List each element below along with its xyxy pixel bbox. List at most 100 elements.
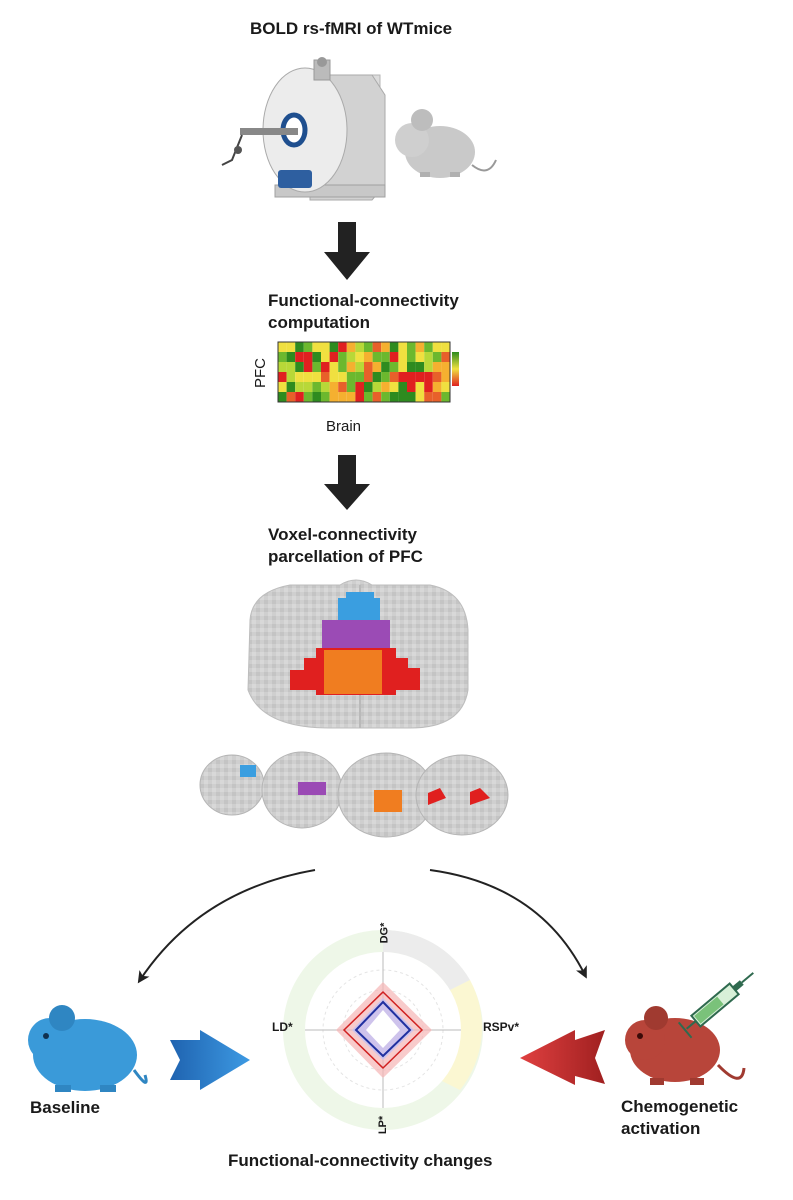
syringe-icon <box>677 972 754 1039</box>
matrix-cell <box>278 342 287 352</box>
matrix-cell <box>278 372 287 382</box>
matrix-cell <box>441 382 450 392</box>
matrix-cell <box>424 382 433 392</box>
matrix-cell <box>278 352 287 362</box>
matrix-cell <box>432 372 442 382</box>
matrix-cell <box>338 362 347 372</box>
matrix-x-axis-label: Brain <box>326 418 362 435</box>
matrix-cell <box>372 372 382 382</box>
matrix-cell <box>381 392 390 402</box>
brain-slice-series <box>199 751 509 838</box>
matrix-cell <box>321 392 330 402</box>
mouse-icon <box>28 1005 148 1092</box>
matrix-cell <box>286 342 296 352</box>
matrix-cell <box>381 382 390 392</box>
matrix-cell <box>303 382 313 392</box>
matrix-cell <box>321 362 330 372</box>
matrix-cell <box>338 372 347 382</box>
connectivity-matrix <box>277 341 451 403</box>
matrix-cell <box>432 392 442 402</box>
matrix-cell <box>398 362 407 372</box>
matrix-cell <box>346 342 356 352</box>
matrix-cell <box>286 362 296 372</box>
radar-axis-label-right: RSPv* <box>483 1020 520 1034</box>
matrix-cell <box>338 352 347 362</box>
matrix-cell <box>346 352 356 362</box>
matrix-cell <box>407 372 416 382</box>
matrix-cell <box>389 352 399 362</box>
matrix-cell <box>295 352 304 362</box>
matrix-cell <box>346 362 356 372</box>
matrix-cell <box>441 352 450 362</box>
matrix-cell <box>381 362 390 372</box>
matrix-cell <box>389 362 399 372</box>
matrix-cell <box>415 382 425 392</box>
matrix-cell <box>441 362 450 372</box>
matrix-cell <box>415 352 425 362</box>
matrix-cell <box>398 352 407 362</box>
matrix-cell <box>329 382 339 392</box>
matrix-cell <box>303 342 313 352</box>
matrix-cell <box>372 362 382 372</box>
matrix-cell <box>355 372 364 382</box>
matrix-cell <box>295 342 304 352</box>
matrix-cell <box>321 352 330 362</box>
matrix-cell <box>424 392 433 402</box>
matrix-cell <box>389 392 399 402</box>
matrix-cell <box>278 392 287 402</box>
matrix-cell <box>303 362 313 372</box>
step1-title: BOLD rs-fMRI of WTmice <box>250 19 453 38</box>
matrix-cell <box>398 372 407 382</box>
matrix-cell <box>415 392 425 402</box>
matrix-cell <box>389 372 399 382</box>
matrix-cell <box>364 342 373 352</box>
matrix-cell <box>321 382 330 392</box>
step3-title-line1: Voxel-connectivity <box>268 525 417 544</box>
matrix-cell <box>303 352 313 362</box>
final-title: Functional-connectivity changes <box>228 1151 493 1170</box>
down-arrow-icon <box>324 222 370 280</box>
matrix-cell <box>372 342 382 352</box>
matrix-cell <box>329 372 339 382</box>
matrix-cell <box>338 342 347 352</box>
matrix-cell <box>364 352 373 362</box>
matrix-cell <box>355 382 364 392</box>
matrix-cell <box>355 352 364 362</box>
matrix-cell <box>312 372 321 382</box>
radar-axis-label-top: DG* <box>378 922 391 944</box>
radar-axis-label-left: LD* <box>272 1020 293 1034</box>
matrix-cell <box>346 392 356 402</box>
matrix-cell <box>389 382 399 392</box>
brain-coronal-slice <box>247 579 469 729</box>
matrix-cell <box>407 362 416 372</box>
matrix-cell <box>398 392 407 402</box>
curved-arrow-left <box>137 869 316 984</box>
activation-label-line2: activation <box>621 1119 701 1138</box>
matrix-cell <box>441 372 450 382</box>
matrix-cell <box>372 382 382 392</box>
matrix-cell <box>346 372 356 382</box>
matrix-cell <box>415 372 425 382</box>
matrix-cell <box>407 382 416 392</box>
matrix-cell <box>432 342 442 352</box>
matrix-cell <box>346 382 356 392</box>
baseline-label: Baseline <box>30 1098 100 1117</box>
step2-title-line1: Functional-connectivity <box>268 291 459 310</box>
matrix-cell <box>295 392 304 402</box>
matrix-cell <box>432 362 442 372</box>
matrix-cell <box>278 362 287 372</box>
matrix-cell <box>424 352 433 362</box>
matrix-cell <box>312 342 321 352</box>
matrix-cell <box>424 342 433 352</box>
matrix-cell <box>441 392 450 402</box>
matrix-cell <box>355 362 364 372</box>
matrix-cell <box>398 342 407 352</box>
matrix-cell <box>338 382 347 392</box>
mri-scanner-icon <box>221 57 386 201</box>
matrix-cell <box>415 362 425 372</box>
matrix-cell <box>329 342 339 352</box>
mouse-icon <box>395 109 497 178</box>
matrix-cell <box>321 372 330 382</box>
matrix-cell <box>381 352 390 362</box>
